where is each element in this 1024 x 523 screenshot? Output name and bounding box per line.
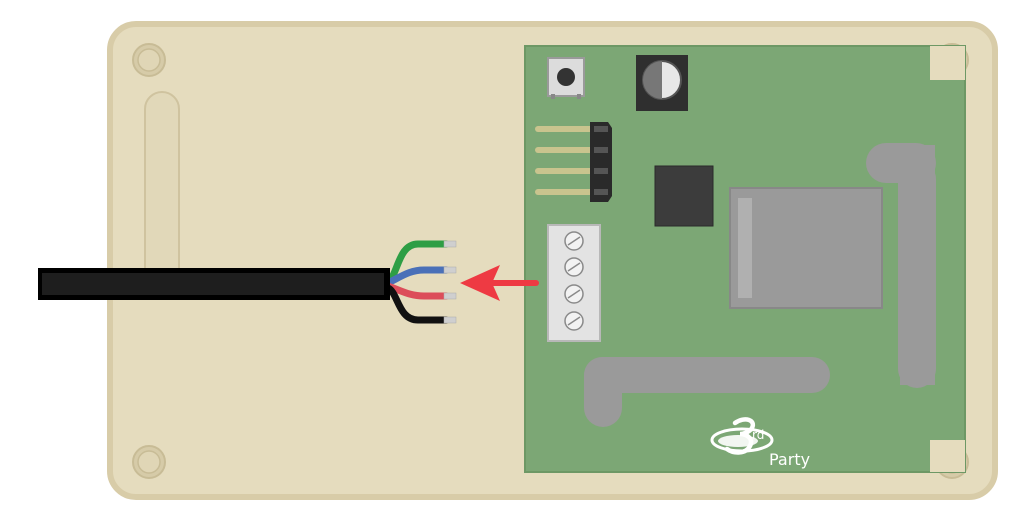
ic-chip bbox=[654, 165, 714, 227]
wire-blue bbox=[384, 266, 457, 287]
wire-black bbox=[384, 284, 457, 324]
screw-boss-top-left bbox=[132, 43, 166, 77]
logo-label: Party bbox=[769, 450, 810, 469]
cable-assembly bbox=[38, 240, 457, 324]
relay-module bbox=[729, 187, 883, 309]
terminal-screw-2 bbox=[564, 257, 584, 277]
logo-superscript: rd bbox=[752, 428, 764, 442]
capacitor-icon bbox=[636, 55, 688, 111]
terminal-block bbox=[547, 224, 601, 342]
enclosure-slot bbox=[144, 91, 180, 293]
cable-jacket bbox=[38, 268, 390, 300]
terminal-screw-3 bbox=[564, 284, 584, 304]
terminal-screw-1 bbox=[564, 231, 584, 251]
tactile-button-icon bbox=[547, 57, 585, 99]
header-pins bbox=[535, 122, 612, 202]
screw-boss-bottom-left bbox=[132, 445, 166, 479]
terminal-screw-4 bbox=[564, 311, 584, 331]
3rd-party-logo-icon: rd Party bbox=[710, 417, 810, 469]
pcb-traces bbox=[584, 143, 936, 427]
arrow-left-icon bbox=[460, 265, 539, 301]
